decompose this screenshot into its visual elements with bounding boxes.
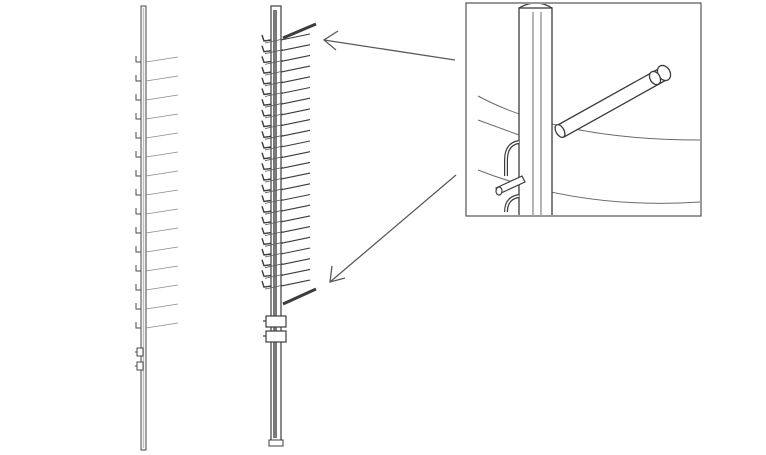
bottom-crossbar [282,287,317,306]
main-hook [261,268,311,279]
lower-arrow-head [329,265,346,283]
left-hook [135,113,179,120]
left-hook [135,284,179,291]
left-hooks [135,56,179,329]
main-hook [261,172,311,183]
top-crossbar [282,22,317,40]
main-post-shade [273,10,277,438]
callout-arrows [322,30,457,283]
main-hook [261,76,311,87]
left-hook [135,189,179,196]
main-hook [261,151,311,162]
main-hook [261,279,311,290]
left-hook [135,227,179,234]
main-hook [261,129,311,140]
main-hooks [261,33,311,290]
left-hook [135,322,179,329]
inset-hook-upper-core [505,141,520,176]
main-hook [261,236,311,247]
inset-post [518,4,553,215]
main-hook [261,204,311,215]
left-hook [135,132,179,139]
main-hook [261,215,311,226]
main-hook [261,161,311,172]
main-hook [261,183,311,194]
main-hook [261,140,311,151]
main-view [261,5,317,447]
lower-callout-arrow [329,174,457,283]
left-clamp [135,347,144,371]
main-hook [261,108,311,119]
inset-hook-lower-core [505,195,520,213]
main-hook [261,258,311,269]
main-hook [261,193,311,204]
inset-rod [554,64,672,139]
main-hook [261,54,311,65]
left-hook [135,151,179,158]
left-hook [135,94,179,101]
main-hook [261,86,311,97]
inset-frame [465,2,702,217]
left-side-view [135,5,179,451]
left-hook [135,303,179,310]
main-hook [261,44,311,55]
main-hook [261,97,311,108]
main-hook [261,247,311,258]
main-clamp [263,315,287,343]
inset-arc-lower [477,169,700,204]
upper-callout-arrow [323,39,456,61]
main-hook [261,65,311,76]
inset-pointer-line [477,119,520,136]
left-hook [135,208,179,215]
left-hook [135,170,179,177]
left-hook [135,265,179,272]
upper-arrow-head [322,30,339,51]
left-hook [135,246,179,253]
post-bottom-cap [268,439,284,447]
inset-rod-stub [495,175,526,196]
left-hook [135,56,179,63]
left-hook [135,75,179,82]
main-hook [261,226,311,236]
main-hook [261,33,311,44]
main-hook [261,119,311,129]
detail-inset [465,2,702,217]
